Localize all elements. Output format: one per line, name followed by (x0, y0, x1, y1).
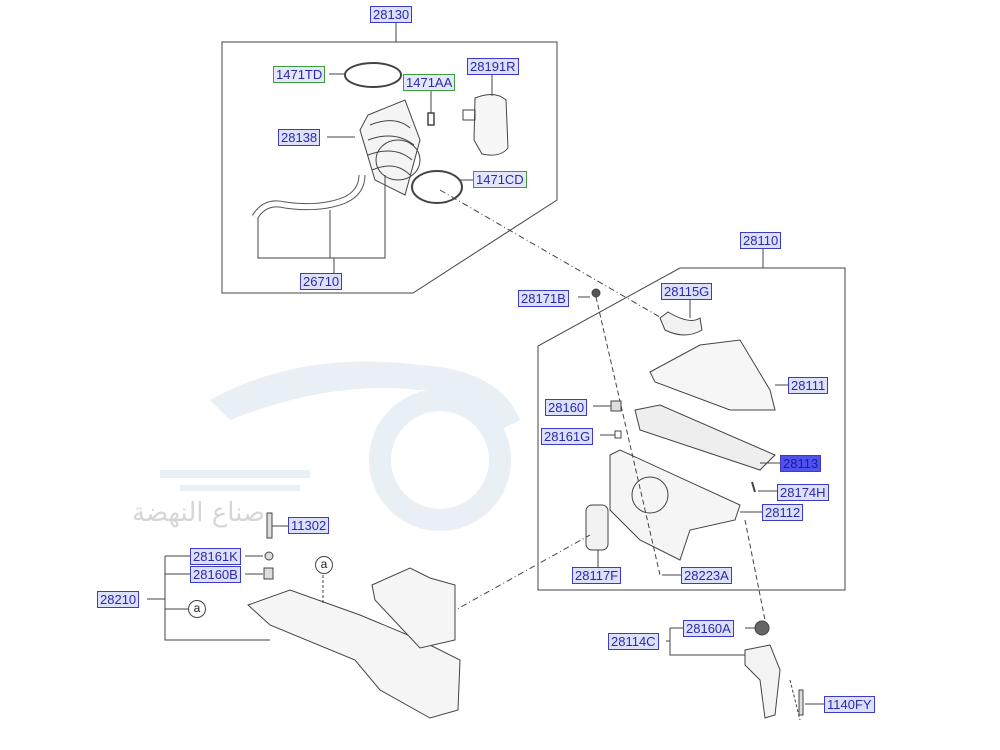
reference-marker-a: a (315, 556, 333, 574)
air-filter-28113 (634, 404, 776, 471)
group-frame-28110 (537, 267, 846, 591)
watermark-logo (160, 361, 520, 531)
part-label-28130[interactable]: 28130 (370, 6, 413, 23)
part-label-1471CD[interactable]: 1471CD (473, 171, 527, 188)
reference-marker-a: a (188, 600, 206, 618)
part-label-28117F[interactable]: 28117F (572, 567, 622, 584)
part-label-28110[interactable]: 28110 (740, 232, 782, 249)
air-duct-28115G (659, 311, 703, 336)
air-cleaner-body-28112 (609, 449, 741, 561)
resonator (371, 567, 456, 649)
part-label-28174H[interactable]: 28174H (777, 484, 829, 501)
part-label-28111[interactable]: 28111 (788, 377, 829, 394)
part-label-28160[interactable]: 28160 (545, 399, 588, 416)
bracket-28114C (744, 644, 781, 719)
air-cleaner-cover-28111 (649, 339, 776, 411)
part-label-28161K[interactable]: 28161K (190, 548, 241, 565)
part-label-28171B[interactable]: 28171B (518, 290, 569, 307)
part-label-28112[interactable]: 28112 (762, 504, 804, 521)
part-label-28160A[interactable]: 28160A (683, 620, 734, 637)
intake-hose-28138 (359, 99, 421, 196)
part-label-28115G[interactable]: 28115G (661, 283, 713, 300)
lower-duct-28210 (247, 589, 461, 719)
part-label-11302[interactable]: 11302 (288, 517, 330, 534)
part-label-26710[interactable]: 26710 (300, 273, 343, 290)
part-label-28223A[interactable]: 28223A (681, 567, 732, 584)
part-label-1471AA[interactable]: 1471AA (403, 74, 456, 91)
part-label-28113[interactable]: 28113 (780, 455, 822, 472)
part-28117F (585, 504, 609, 551)
part-label-28191R[interactable]: 28191R (467, 58, 519, 75)
part-label-28138[interactable]: 28138 (278, 129, 321, 146)
part-label-28114C[interactable]: 28114C (608, 633, 659, 650)
part-label-28160B[interactable]: 28160B (190, 566, 241, 583)
group-frame-28130 (221, 41, 558, 294)
part-label-28210[interactable]: 28210 (97, 591, 140, 608)
part-label-1140FY[interactable]: 1140FY (824, 696, 875, 713)
watermark-text: صناع النهضة (132, 498, 266, 528)
part-label-1471TD[interactable]: 1471TD (273, 66, 326, 83)
part-label-28161G[interactable]: 28161G (541, 428, 594, 445)
